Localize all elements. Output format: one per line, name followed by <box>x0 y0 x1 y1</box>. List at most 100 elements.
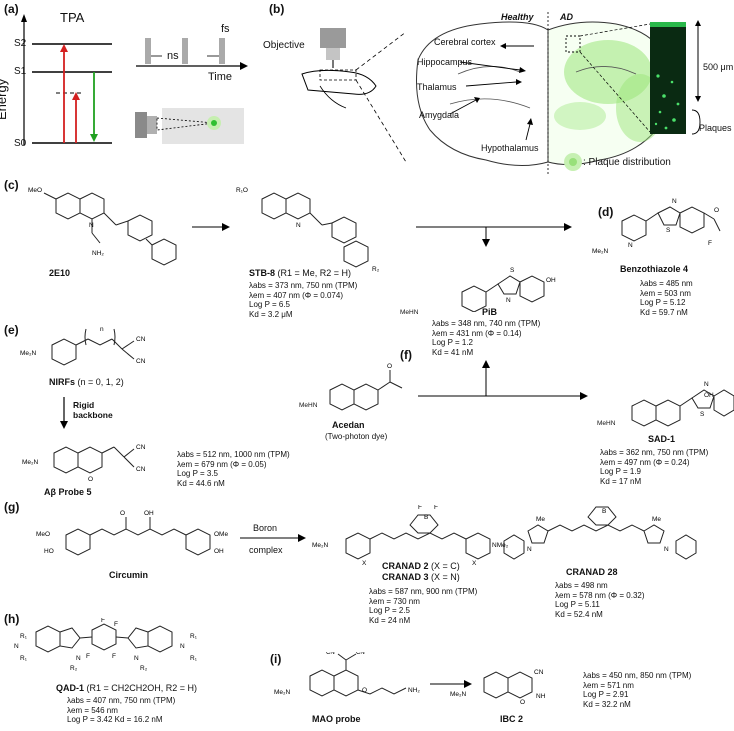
plaque-legend-label: : Plaque distribution <box>583 157 671 168</box>
compound-cranad2: CRANAD 2 (X = C) <box>382 561 460 571</box>
scale-label: 500 μm <box>703 62 734 72</box>
svg-text:OH: OH <box>546 277 556 284</box>
svg-text:F: F <box>112 653 116 660</box>
region-hippocampus: Hippocampus <box>417 57 473 67</box>
svg-text:N: N <box>76 655 81 662</box>
abp5-props: λabs = 512 nm, 1000 nm (TPM)λem = 679 nm… <box>177 450 290 488</box>
panel-e-structures: n CN CN Me₂N O CN CN Me₂N <box>20 326 146 483</box>
panel-e-label: (e) <box>4 323 19 337</box>
sad1-oh: OH <box>704 392 714 399</box>
stb8-props: λabs = 373 nm, 750 nm (TPM)λem = 407 nm … <box>249 281 358 319</box>
plaques-label: Plaques <box>699 123 732 133</box>
s0-label: S0 <box>14 138 27 149</box>
boron-label: Boron <box>253 523 278 533</box>
panel-d-label: (d) <box>598 205 614 219</box>
panel-h-label: (h) <box>4 612 20 626</box>
sample-area <box>162 108 244 144</box>
plaques-brace <box>691 109 701 135</box>
svg-text:CN: CN <box>136 444 146 451</box>
svg-text:N: N <box>89 222 94 229</box>
brain-left-hemisphere <box>416 21 549 166</box>
tpa-title: TPA <box>60 10 85 25</box>
svg-text:NMe₂: NMe₂ <box>492 542 509 549</box>
svg-text:CN: CN <box>356 652 365 656</box>
panel-h-structure: F F F F R₁ N R₁ N R₂ N R₂ N R₁ R₁ <box>14 618 198 672</box>
healthy-label: Healthy <box>501 12 534 22</box>
svg-text:B: B <box>602 508 606 515</box>
svg-text:N: N <box>506 297 511 304</box>
objective-icon <box>320 28 346 48</box>
focal-point <box>211 120 217 126</box>
svg-text:OMe: OMe <box>214 531 228 538</box>
svg-text:N: N <box>14 643 19 650</box>
compound-ibc2-name: IBC 2 <box>500 714 524 724</box>
region-cerebral-cortex: Cerebral cortex <box>434 37 496 47</box>
svg-text:N: N <box>672 198 677 205</box>
svg-text:N: N <box>134 655 139 662</box>
energy-axis-arrowhead <box>21 14 27 22</box>
svg-text:N: N <box>527 546 532 553</box>
svg-text:X: X <box>472 560 477 567</box>
compound-stb8: STB-8 (R1 = Me, R2 = H) <box>249 268 352 278</box>
sad1-props: λabs = 362 nm, 750 nm (TPM)λem = 497 nm … <box>600 448 709 486</box>
compound-nirf: NIRFs (n = 0, 1, 2) <box>49 377 124 387</box>
panel-g-structures: MeO HO O OH OMe OH F B F Me₂N X X NMe₂ F… <box>36 505 697 567</box>
svg-text:N: N <box>180 643 185 650</box>
fs-pulses <box>145 38 225 64</box>
svg-text:Me₂N: Me₂N <box>312 542 329 549</box>
svg-text:CN: CN <box>136 466 146 473</box>
svg-text:CN: CN <box>326 652 335 656</box>
compound-cranad3: CRANAD 3 (X = N) <box>382 572 460 582</box>
svg-text:NH: NH <box>536 693 546 700</box>
svg-text:R₂: R₂ <box>70 665 78 672</box>
svg-text:Me₂N: Me₂N <box>274 689 291 696</box>
panel-c-label: (c) <box>4 178 19 192</box>
svg-text:N: N <box>664 546 669 553</box>
svg-text:X: X <box>362 560 367 567</box>
mouse-head <box>301 69 377 95</box>
region-hypothalamus: Hypothalamus <box>481 143 539 153</box>
svg-text:Me₂N: Me₂N <box>22 459 39 466</box>
svg-text:CN: CN <box>136 358 146 365</box>
svg-text:O: O <box>120 510 125 517</box>
svg-text:S: S <box>700 411 705 418</box>
compound-abp5-name: Aβ Probe 5 <box>44 487 92 497</box>
fs-label: fs <box>221 23 230 35</box>
brain-illustration <box>301 12 701 174</box>
region-amygdala: Amygdala <box>419 110 460 120</box>
svg-text:CN: CN <box>136 336 146 343</box>
svg-text:F: F <box>101 618 105 624</box>
svg-text:n: n <box>100 326 104 333</box>
panel-f-label: (f) <box>400 348 412 362</box>
svg-text:NH₂: NH₂ <box>92 250 104 257</box>
acedan-sub: (Two-photon dye) <box>325 432 388 441</box>
svg-text:F: F <box>86 653 90 660</box>
svg-text:F: F <box>434 505 438 511</box>
panel-i-structures: CN CN O NH₂ Me₂N Me₂N CN O NH <box>274 652 546 706</box>
svg-text:Me₂N: Me₂N <box>450 691 467 698</box>
compound-mao-name: MAO probe <box>312 714 361 724</box>
acedan-nh: MeHN <box>299 402 318 409</box>
objective-body-a <box>135 112 147 138</box>
compound-btz4-name: Benzothiazole 4 <box>620 264 689 274</box>
svg-text:N: N <box>704 381 709 388</box>
svg-text:O: O <box>387 363 392 370</box>
svg-text:F: F <box>114 621 118 628</box>
svg-text:MeO: MeO <box>28 187 42 194</box>
svg-text:R₁: R₁ <box>20 655 28 662</box>
svg-text:R₁O: R₁O <box>236 187 248 194</box>
svg-text:Me: Me <box>536 516 545 523</box>
compound-acedan-name: Acedan <box>332 420 365 430</box>
complex-label: complex <box>249 545 283 555</box>
compound-qad1: QAD-1 (R1 = CH2CH2OH, R2 = H) <box>56 683 198 693</box>
sad1-nh: MeHN <box>597 420 616 427</box>
svg-text:N: N <box>628 242 633 249</box>
pib-structure: S N OH <box>461 267 556 312</box>
svg-text:N: N <box>296 222 301 229</box>
panel-b-label: (b) <box>269 2 285 16</box>
